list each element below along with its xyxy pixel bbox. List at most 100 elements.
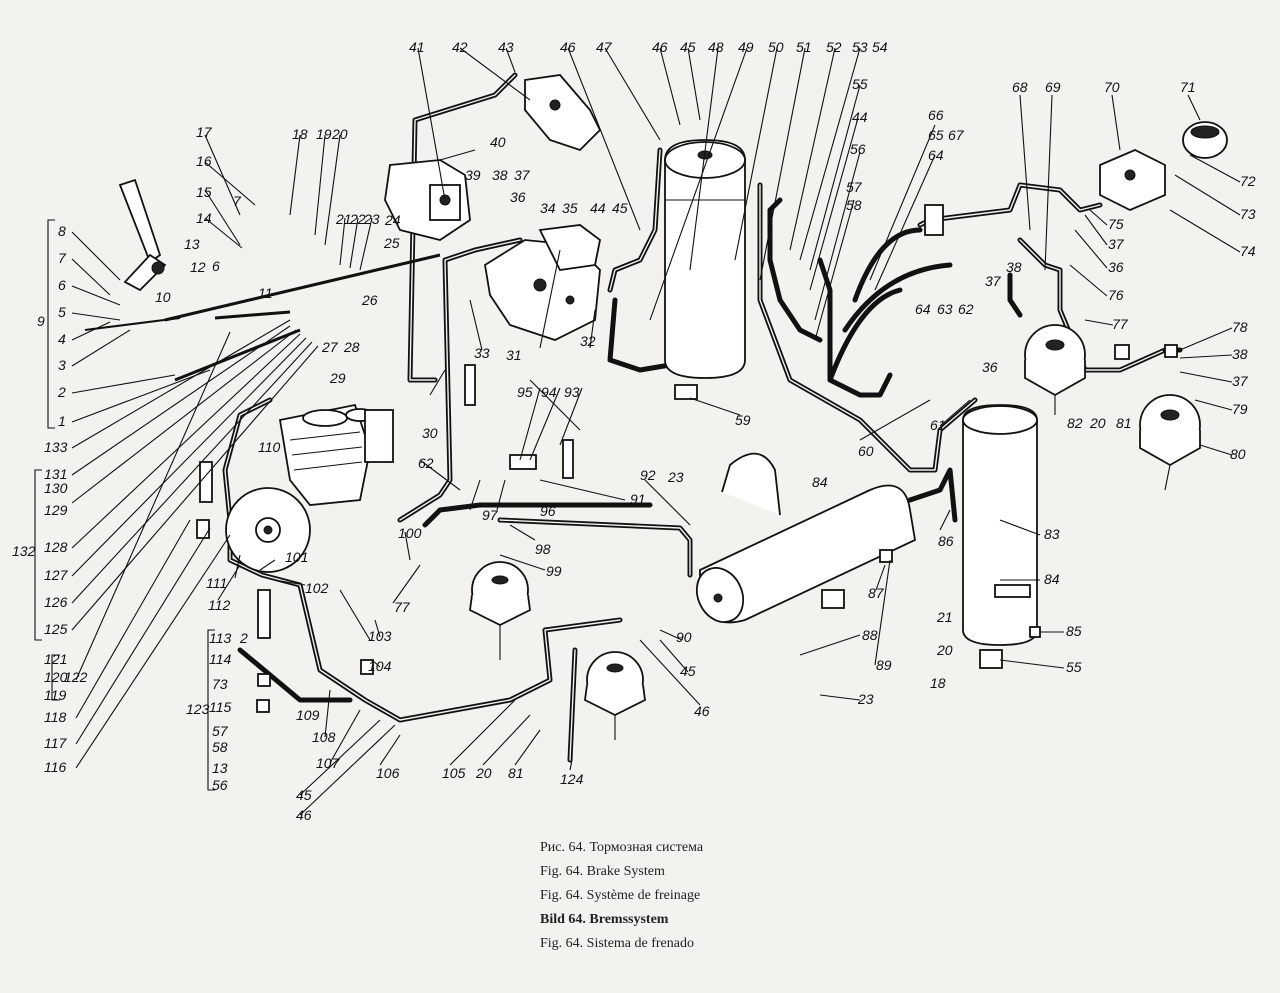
label-83: 83 (1044, 526, 1060, 542)
label-36: 36 (510, 189, 526, 205)
label-45b: 45 (680, 663, 696, 679)
label-32: 32 (580, 333, 596, 349)
label-23c: 23 (667, 469, 684, 485)
label-36c: 36 (982, 359, 998, 375)
label-102: 102 (305, 580, 329, 596)
label-107: 107 (316, 755, 341, 771)
label-103: 103 (368, 628, 392, 644)
label-109: 109 (296, 707, 320, 723)
label-125: 125 (44, 621, 68, 637)
label-47: 47 (596, 39, 613, 55)
label-106: 106 (376, 765, 400, 781)
label-82: 82 (1067, 415, 1083, 431)
label-64b: 64 (915, 301, 931, 317)
label-39: 39 (465, 167, 481, 183)
label-6b: 6 (212, 258, 220, 274)
label-38c: 38 (1232, 346, 1248, 362)
label-55b: 55 (1066, 659, 1082, 675)
label-36b: 36 (1108, 259, 1124, 275)
label-65: 65 (928, 127, 944, 143)
label-45: 45 (680, 39, 696, 55)
label-115: 115 (209, 699, 232, 715)
label-94: 94 (541, 384, 557, 400)
label-40: 40 (490, 134, 506, 150)
label-133: 133 (44, 439, 68, 455)
label-80: 80 (1230, 446, 1246, 462)
label-122: 122 (64, 669, 88, 685)
label-96: 96 (540, 503, 556, 519)
label-49: 49 (738, 39, 754, 55)
label-21b: 21 (936, 609, 953, 625)
label-90: 90 (676, 629, 692, 645)
label-92: 92 (640, 467, 656, 483)
label-104: 104 (368, 658, 392, 674)
label-12: 12 (190, 259, 206, 275)
label-62: 62 (958, 301, 974, 317)
label-89: 89 (876, 657, 892, 673)
label-84b: 84 (1044, 571, 1060, 587)
label-56: 56 (850, 141, 866, 157)
label-57b: 57 (212, 723, 229, 739)
label-131: 131 (44, 466, 67, 482)
air-reservoir-right (962, 404, 1038, 646)
label-45a: 45 (612, 200, 628, 216)
label-56b: 56 (212, 777, 228, 793)
label-99: 99 (546, 563, 562, 579)
label-29: 29 (329, 370, 346, 386)
label-91: 91 (630, 491, 646, 507)
label-117: 117 (44, 735, 68, 751)
label-50: 50 (768, 39, 784, 55)
label-121: 121 (44, 651, 67, 667)
air-reservoir-vertical (664, 139, 746, 379)
label-20a: 20 (1089, 415, 1106, 431)
hoses (827, 227, 953, 383)
label-111: 111 (206, 575, 227, 591)
label-16: 16 (196, 153, 212, 169)
label-70: 70 (1104, 79, 1120, 95)
label-93: 93 (564, 384, 580, 400)
label-116: 116 (44, 759, 67, 775)
label-73: 73 (1240, 206, 1256, 222)
label-58b: 58 (212, 739, 228, 755)
label-30: 30 (422, 425, 438, 441)
label-86: 86 (938, 533, 954, 549)
label-26: 26 (361, 292, 378, 308)
label-46c: 46 (694, 703, 710, 719)
label-54: 54 (872, 39, 888, 55)
label-45c: 45 (296, 787, 312, 803)
label-113: 113 (209, 630, 232, 646)
label-128: 128 (44, 539, 68, 555)
label-42: 42 (452, 39, 468, 55)
brake-chamber-1 (469, 561, 531, 660)
label-53: 53 (852, 39, 868, 55)
label-37: 37 (514, 167, 531, 183)
label-22: 22 (349, 211, 366, 227)
label-75: 75 (1108, 216, 1124, 232)
caption-french: Fig. 64. Système de freinage (540, 888, 701, 903)
label-64: 64 (928, 147, 944, 163)
label-43: 43 (498, 39, 514, 55)
label-74: 74 (1240, 243, 1256, 259)
label-3: 3 (58, 357, 66, 373)
label-44b: 44 (852, 109, 868, 125)
brake-chamber-3 (1024, 324, 1086, 415)
brake-control-valve (484, 224, 601, 341)
label-130: 130 (44, 480, 68, 496)
label-37b: 37 (1108, 236, 1125, 252)
label-10: 10 (155, 289, 171, 305)
label-123: 123 (186, 701, 210, 717)
label-105: 105 (442, 765, 466, 781)
label-51: 51 (796, 39, 812, 55)
label-23b: 23 (857, 691, 874, 707)
label-59: 59 (735, 412, 751, 428)
label-81b: 81 (508, 765, 524, 781)
label-7: 7 (58, 250, 67, 266)
label-38b: 38 (1006, 259, 1022, 275)
label-6: 6 (58, 277, 66, 293)
label-60: 60 (858, 443, 874, 459)
label-31: 31 (506, 347, 522, 363)
label-77: 77 (1112, 316, 1129, 332)
label-85: 85 (1066, 623, 1082, 639)
label-79: 79 (1232, 401, 1248, 417)
